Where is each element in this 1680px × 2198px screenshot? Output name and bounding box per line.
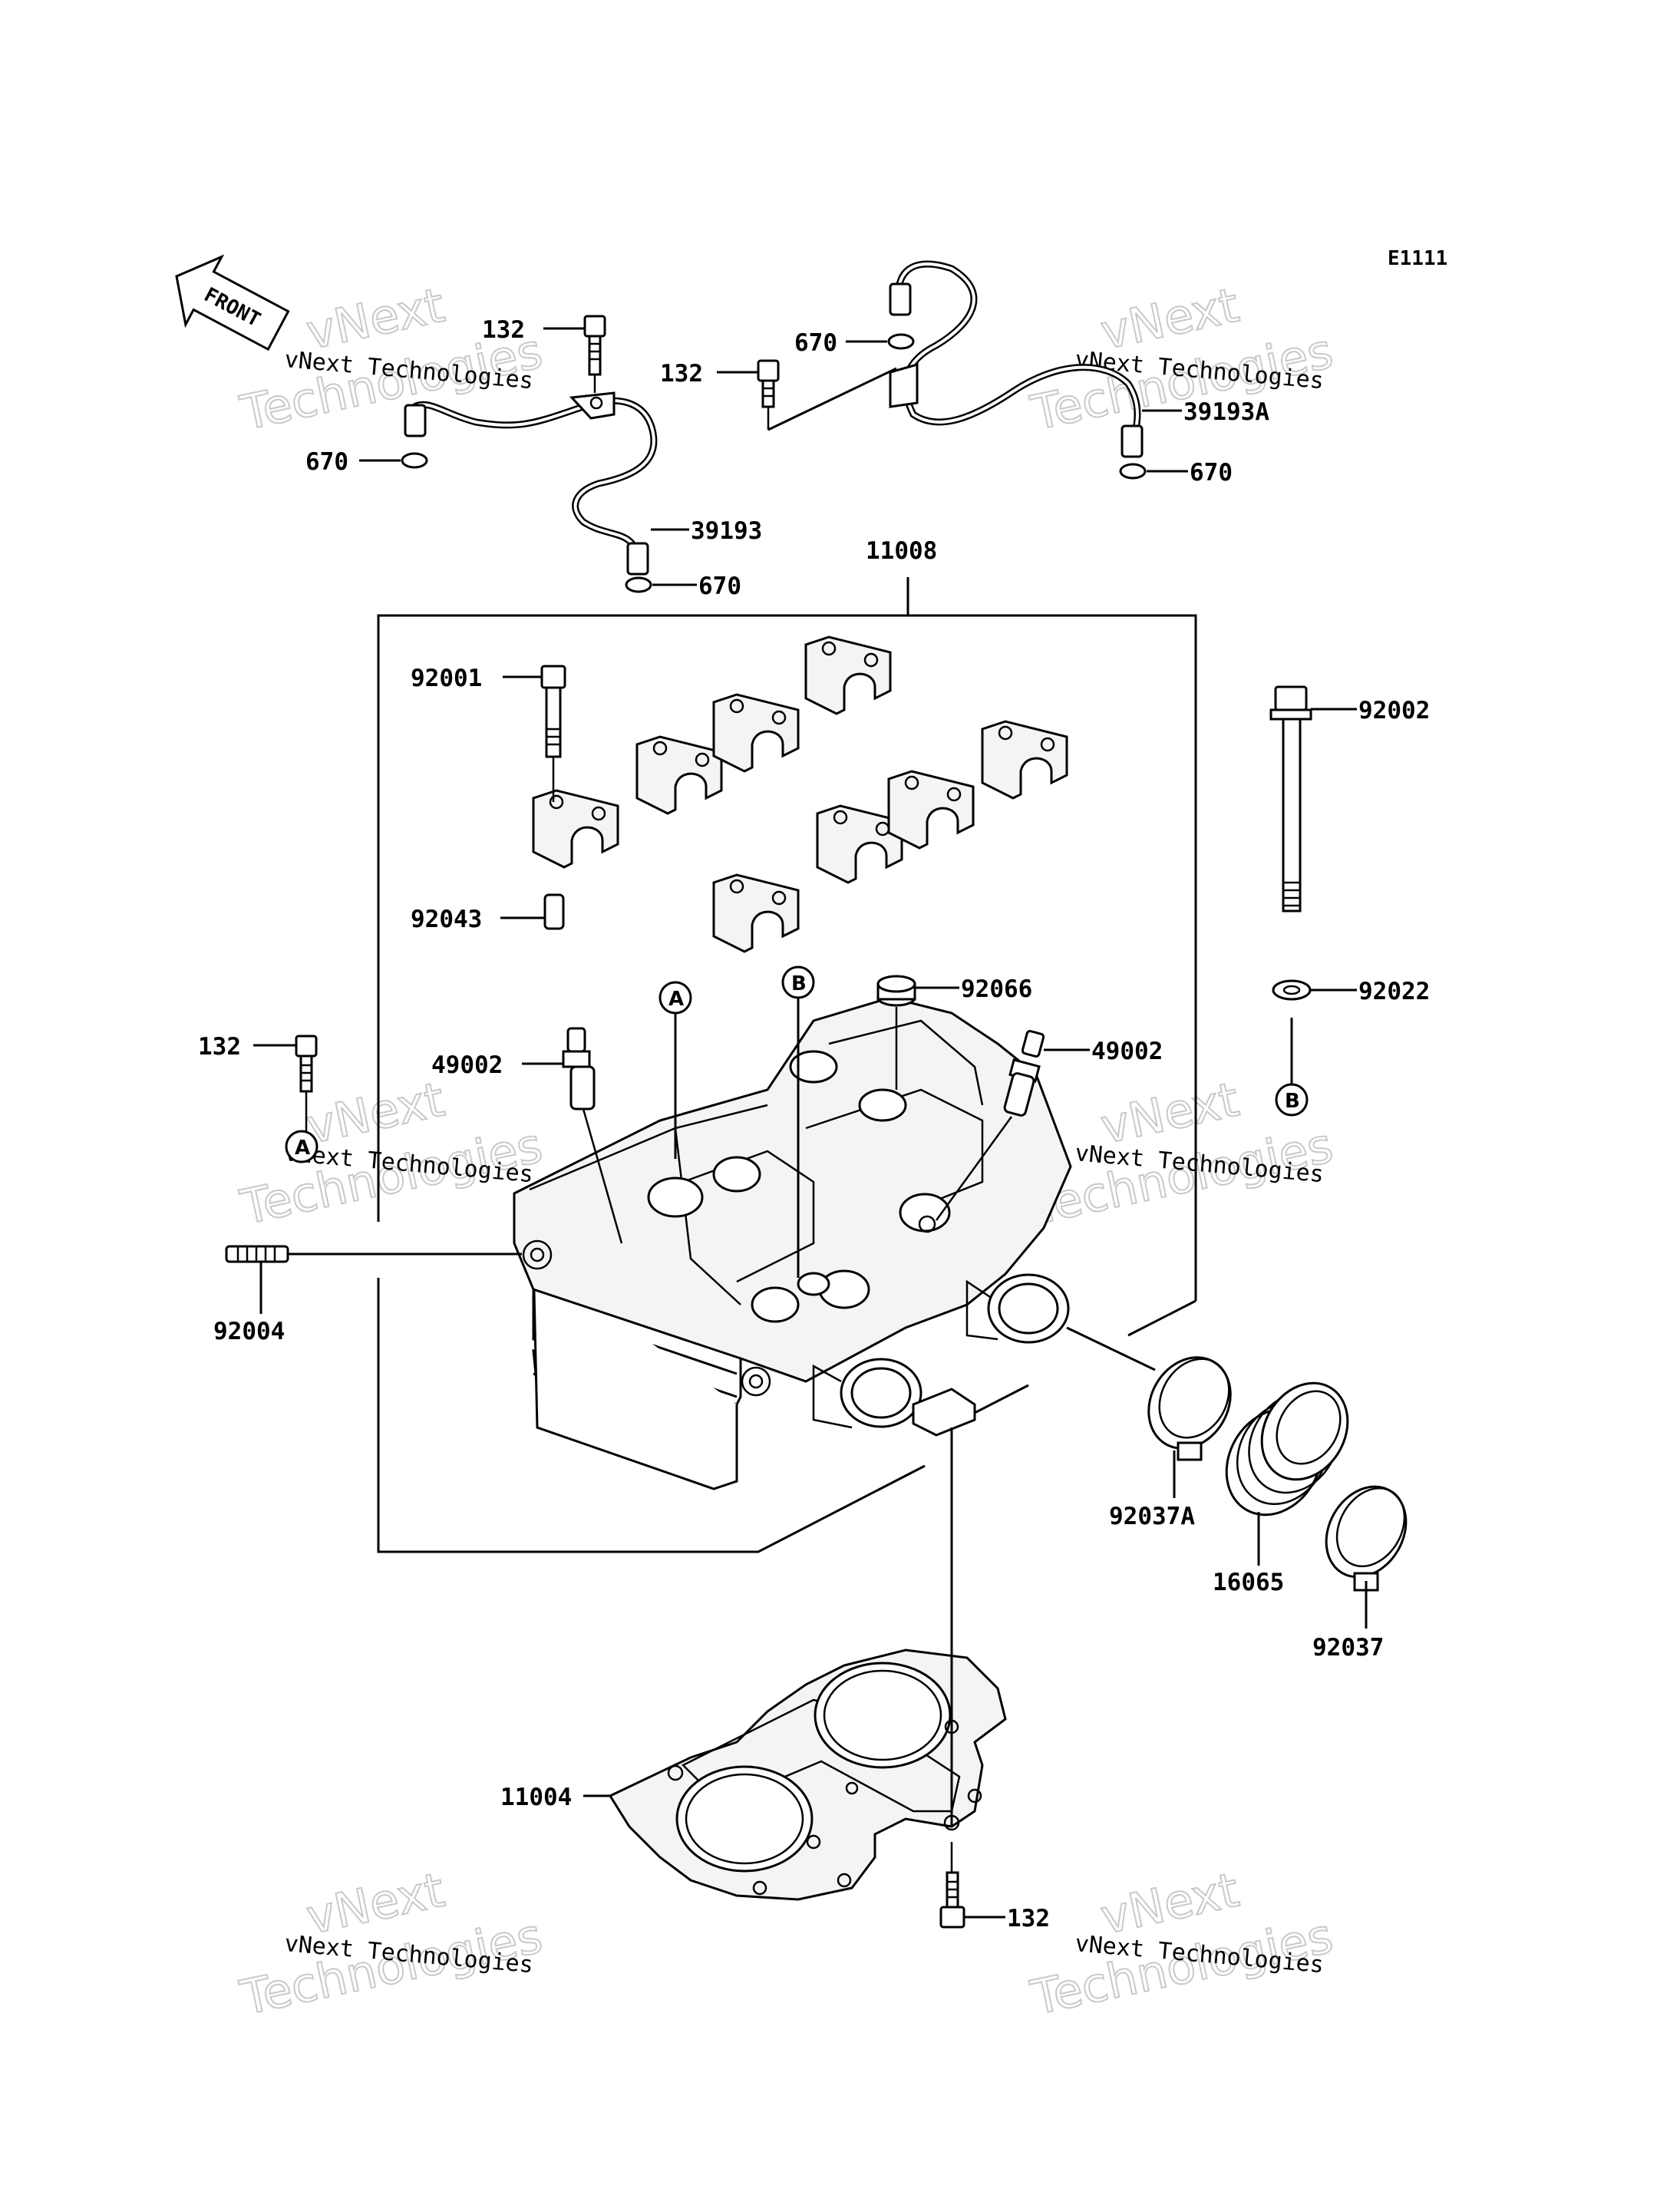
intake-holder-16065 bbox=[1225, 1381, 1349, 1516]
part-label-132-top-left: 132 bbox=[482, 316, 525, 344]
oil-pipe-39193 bbox=[404, 391, 658, 576]
part-label-132-bottom: 132 bbox=[1007, 1905, 1050, 1932]
part-label-670-bottom-left: 670 bbox=[698, 573, 741, 600]
watermark-bottom-right: vNext Technologies vNext Technologies bbox=[1025, 1861, 1338, 2027]
part-label-132-left: 132 bbox=[198, 1033, 241, 1061]
cam-caps bbox=[532, 635, 1068, 953]
part-label-16065: 16065 bbox=[1213, 1569, 1284, 1596]
marker-b-upper: B bbox=[781, 965, 815, 999]
part-label-92002: 92002 bbox=[1358, 697, 1430, 724]
clamp-92037 bbox=[1325, 1485, 1408, 1592]
oring-670-top-left bbox=[401, 452, 428, 469]
svg-text:B: B bbox=[1285, 1090, 1300, 1113]
part-label-11004: 11004 bbox=[500, 1784, 572, 1811]
bolt-132-top-mid bbox=[757, 359, 780, 430]
part-label-92001: 92001 bbox=[411, 665, 482, 692]
assembly-frame-11008 bbox=[377, 577, 1197, 1553]
head-gasket-11004 bbox=[608, 1648, 1007, 1901]
bolt-132-left bbox=[295, 1035, 318, 1131]
part-label-132-top-mid: 132 bbox=[660, 360, 703, 388]
oring-670-bottom-left bbox=[625, 576, 652, 593]
cylinder-head-11008 bbox=[513, 996, 1072, 1490]
part-label-49002-left: 49002 bbox=[431, 1051, 503, 1079]
stud-92004 bbox=[225, 1245, 289, 1263]
svg-text:A: A bbox=[668, 988, 684, 1011]
part-label-39193a: 39193A bbox=[1183, 398, 1269, 426]
svg-text:A: A bbox=[295, 1137, 310, 1160]
part-label-11008: 11008 bbox=[866, 537, 937, 565]
marker-a-left: A bbox=[285, 1130, 319, 1163]
clamp-92037a bbox=[1147, 1356, 1232, 1461]
bolt-92001 bbox=[540, 665, 566, 802]
oring-670-top-mid bbox=[887, 333, 915, 350]
marker-b-right: B bbox=[1275, 1083, 1309, 1117]
bolt-92002 bbox=[1269, 685, 1312, 913]
watermark-top-right: vNext Technologies vNext Technologies bbox=[1025, 276, 1338, 442]
part-label-670-top-left: 670 bbox=[305, 448, 348, 476]
part-label-49002-right: 49002 bbox=[1091, 1038, 1163, 1065]
part-label-92043: 92043 bbox=[411, 906, 482, 933]
part-label-92037: 92037 bbox=[1312, 1634, 1384, 1662]
fitting-49002-right bbox=[935, 1030, 1045, 1221]
part-label-92022: 92022 bbox=[1358, 978, 1430, 1005]
part-label-670-right: 670 bbox=[1190, 459, 1233, 487]
oring-670-right bbox=[1119, 463, 1147, 480]
diagram-code: E1111 bbox=[1388, 247, 1447, 270]
front-arrow-icon: FRONT bbox=[175, 254, 290, 351]
bolt-132-bottom bbox=[939, 1842, 965, 1929]
part-label-92037a: 92037A bbox=[1109, 1503, 1195, 1530]
bolt-132-top-left bbox=[583, 315, 606, 393]
plug-92066 bbox=[876, 975, 916, 1090]
watermark-bottom-left: vNext Technologies vNext Technologies bbox=[235, 1861, 548, 2027]
washer-92022 bbox=[1272, 979, 1312, 1001]
dowel-92043 bbox=[543, 893, 565, 930]
part-label-670-top-mid: 670 bbox=[794, 329, 837, 357]
watermark-mid-left: vNext Technologies vNext Technologies bbox=[235, 1071, 548, 1236]
marker-a-upper: A bbox=[658, 981, 692, 1015]
svg-text:B: B bbox=[791, 972, 807, 995]
part-label-39193: 39193 bbox=[691, 517, 762, 545]
part-label-92004: 92004 bbox=[213, 1318, 285, 1345]
watermark-top-left: vNext Technologies vNext Technologies bbox=[235, 276, 548, 442]
part-label-92066: 92066 bbox=[961, 975, 1032, 1003]
oil-pipe-39193a bbox=[889, 260, 1144, 458]
fitting-49002-left bbox=[562, 1027, 623, 1244]
